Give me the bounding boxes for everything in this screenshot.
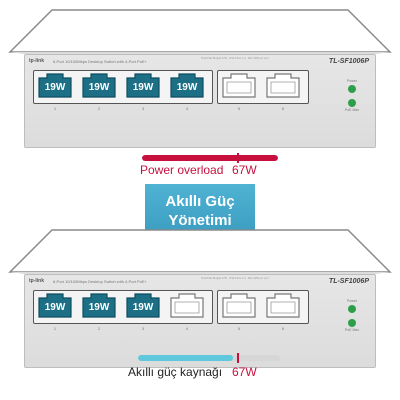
ethernet-port-5 — [221, 72, 257, 99]
poe-max-led-icon — [348, 319, 356, 327]
port-number: 5 — [237, 326, 241, 331]
ethernet-port-icon — [126, 293, 160, 318]
ethernet-port-icon — [170, 293, 204, 318]
switch-model: TL-SF1006P — [328, 278, 369, 285]
ethernet-port-icon — [266, 293, 300, 318]
ethernet-port-2: 19W — [81, 292, 117, 319]
led-label-poe-max: PoE Max — [344, 328, 360, 332]
power-overload-label: Power overload — [140, 163, 224, 177]
port-power-label: 19W — [44, 82, 66, 93]
ethernet-port-icon — [82, 293, 116, 318]
brand-logo: tp-link — [29, 278, 44, 284]
switch-model: TL-SF1006P — [328, 58, 369, 65]
budget-marker-bottom — [237, 353, 239, 363]
budget-marker-top — [237, 153, 239, 163]
top-switch: tp-link 6-Port 10/100Mbps Desktop Switch… — [8, 8, 392, 148]
switch-top-surface — [8, 229, 392, 274]
ethernet-port-3: 19W — [125, 72, 161, 99]
arrow-title-line2: Yönetimi — [168, 212, 232, 229]
ethernet-port-icon — [170, 73, 204, 98]
power-bar-top-fill — [142, 155, 278, 161]
led-label-power: Power — [347, 79, 357, 83]
ethernet-port-icon — [266, 73, 300, 98]
ethernet-port-5 — [221, 292, 257, 319]
switch-front-panel: tp-link 6-Port 10/100Mbps Desktop Switch… — [24, 274, 376, 368]
ethernet-port-1: 19W — [37, 292, 73, 319]
switch-front-panel: tp-link 6-Port 10/100Mbps Desktop Switch… — [24, 54, 376, 148]
port-power-label — [169, 292, 205, 319]
ethernet-port-4 — [169, 292, 205, 319]
ethernet-port-1: 19W — [37, 72, 73, 99]
port-number: 6 — [281, 106, 285, 111]
port-power-label: 19W — [132, 302, 154, 313]
ethernet-port-6 — [265, 292, 301, 319]
port-number: 4 — [185, 106, 189, 111]
port-power-label: 19W — [88, 82, 110, 93]
ethernet-port-2: 19W — [81, 72, 117, 99]
port-power-label: 19W — [176, 82, 198, 93]
power-bar-bottom — [138, 355, 280, 361]
switch-fine-print: Total PoE Budget 67W · PoE Ports 1-4 · M… — [201, 277, 269, 280]
ethernet-port-icon — [38, 73, 72, 98]
port-power-label: 19W — [44, 302, 66, 313]
ethernet-port-4: 19W — [169, 72, 205, 99]
switch-description: 6-Port 10/100Mbps Desktop Switch with 4-… — [53, 279, 147, 284]
switch-fine-print: Total PoE Budget 67W · PoE Ports 1-4 · M… — [201, 57, 269, 60]
bottom-switch: tp-link 6-Port 10/100Mbps Desktop Switch… — [8, 228, 392, 368]
brand-logo: tp-link — [29, 58, 44, 64]
power-bar-top — [142, 155, 278, 161]
led-label-poe-max: PoE Max — [344, 108, 360, 112]
port-number: 3 — [141, 106, 145, 111]
power-led-icon — [348, 85, 356, 93]
ethernet-port-3: 19W — [125, 292, 161, 319]
ethernet-port-icon — [38, 293, 72, 318]
port-power-label — [265, 292, 301, 319]
power-led-icon — [348, 305, 356, 313]
port-number: 1 — [53, 106, 57, 111]
budget-label-top: 67W — [232, 163, 257, 177]
ethernet-port-6 — [265, 72, 301, 99]
power-bar-bottom-fill — [138, 355, 234, 361]
ethernet-port-icon — [126, 73, 160, 98]
port-number: 1 — [53, 326, 57, 331]
port-power-label: 19W — [132, 82, 154, 93]
port-number: 6 — [281, 326, 285, 331]
port-number: 2 — [97, 326, 101, 331]
switch-top-surface — [8, 9, 392, 54]
poe-max-led-icon — [348, 99, 356, 107]
switch-description: 6-Port 10/100Mbps Desktop Switch with 4-… — [53, 59, 147, 64]
port-number: 3 — [141, 326, 145, 331]
smart-power-label: Akıllı güç kaynağı — [128, 365, 223, 379]
port-number: 4 — [185, 326, 189, 331]
ethernet-port-icon — [82, 73, 116, 98]
arrow-title-line1: Akıllı Güç — [165, 193, 235, 210]
led-label-power: Power — [347, 299, 357, 303]
port-power-label: 19W — [88, 302, 110, 313]
port-power-label — [221, 292, 257, 319]
ethernet-port-icon — [222, 293, 256, 318]
budget-label-bottom: 67W — [232, 365, 257, 379]
ethernet-port-icon — [222, 73, 256, 98]
port-number: 5 — [237, 106, 241, 111]
port-number: 2 — [97, 106, 101, 111]
